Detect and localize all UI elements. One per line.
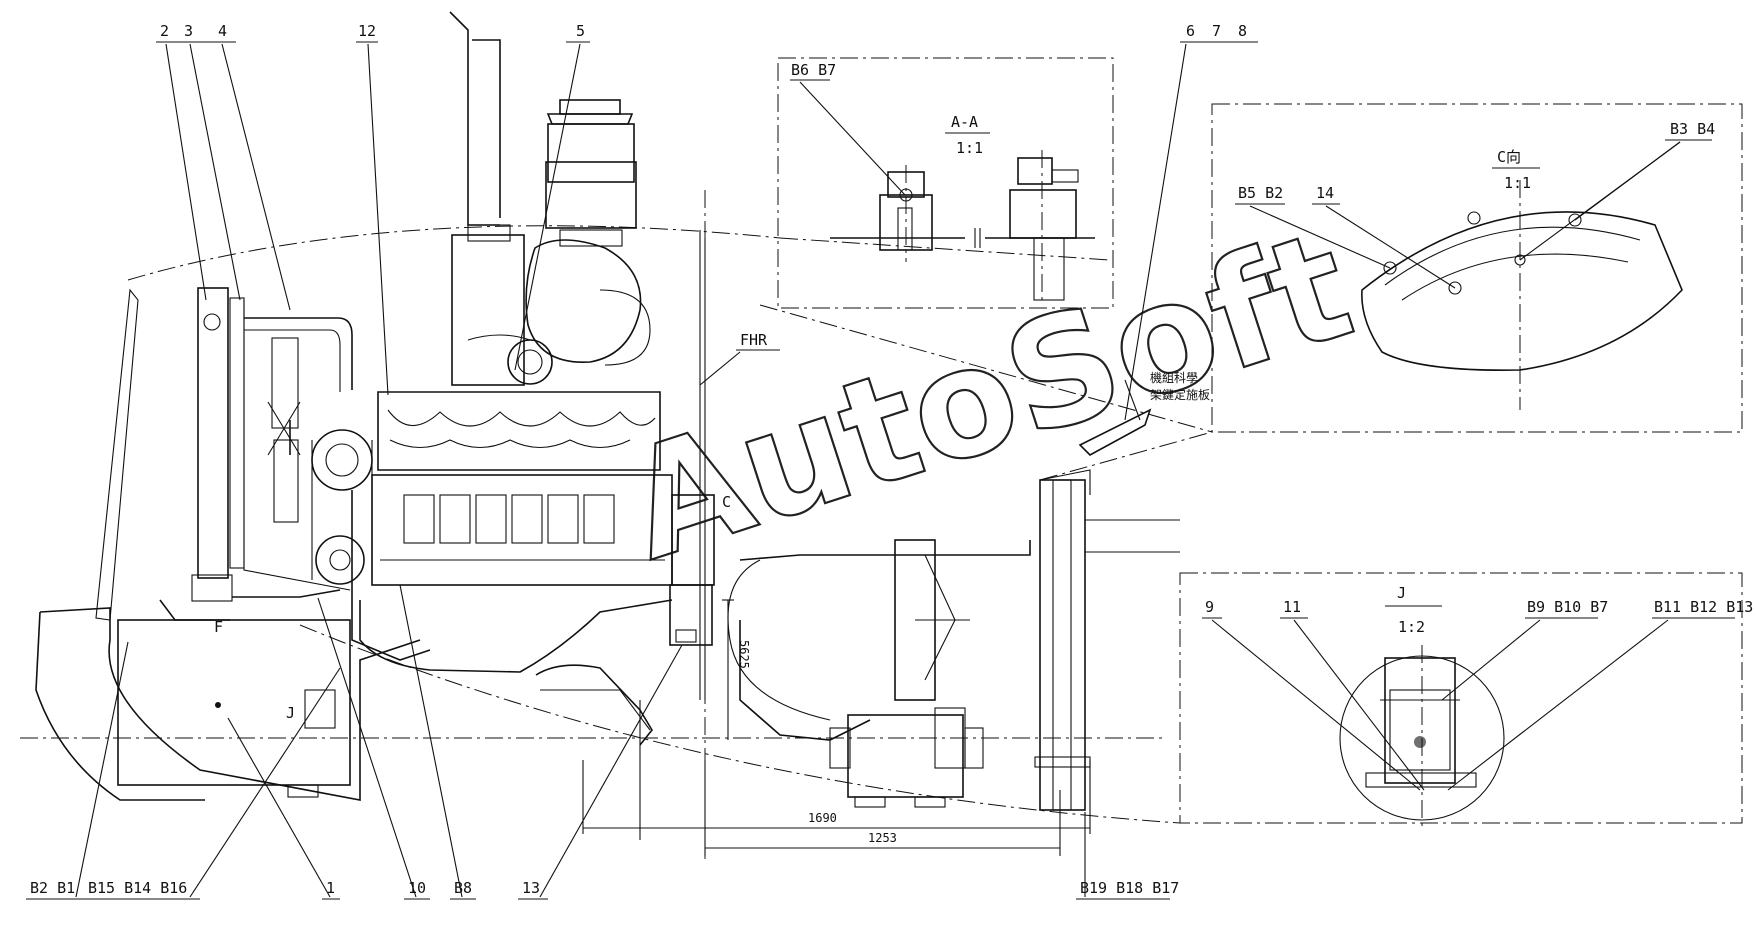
detail-c-ref-14: 14 <box>1316 184 1334 202</box>
detail-j-scale: 1:2 <box>1398 618 1425 636</box>
mark-fhr: FHR <box>740 331 768 349</box>
air-cleaner <box>547 123 635 183</box>
detail-aa-refs: B6 B7 <box>791 61 836 79</box>
callout-5: 5 <box>576 22 585 40</box>
detail-j-view: J 1:2 9 11 B9 B10 B7 B11 B12 B13 <box>1179 572 1753 830</box>
block-cells <box>403 494 615 544</box>
detail-j-ref-9: 9 <box>1205 598 1214 616</box>
oil-pan <box>359 599 673 673</box>
mark-note2: 架鍵定施板 <box>1150 387 1210 402</box>
detail-c-frame <box>1211 103 1743 433</box>
detail-j-frame <box>1179 572 1743 824</box>
detail-j-refs-mid: B9 B10 B7 <box>1527 598 1608 616</box>
mark-note1: 機組科學 <box>1150 370 1198 385</box>
callout-13: 13 <box>522 879 540 897</box>
detail-j-ref-11: 11 <box>1283 598 1301 616</box>
detail-c-scale: 1:1 <box>1504 174 1531 192</box>
detail-aa-scale: 1:1 <box>956 139 983 157</box>
detail-c-refs-right: B3 B4 <box>1670 120 1715 138</box>
dim-5625: 5625 <box>737 640 751 669</box>
mark-f: F <box>214 618 223 636</box>
cylinder-head <box>377 391 661 471</box>
callout-10: 10 <box>408 879 426 897</box>
detail-j-refs-right: B11 B12 B13 <box>1654 598 1753 616</box>
fuel-tank <box>117 619 351 786</box>
frame-upright <box>1039 479 1086 811</box>
callout-b8: B8 <box>454 879 472 897</box>
mark-c: C <box>722 493 731 511</box>
callout-6: 6 <box>1186 22 1195 40</box>
watermark: AutoSoft <box>606 197 1371 595</box>
callout-4: 4 <box>218 22 227 40</box>
turbocharger <box>507 339 553 385</box>
transmission <box>847 714 964 798</box>
dimensions: 5625 1690 1253 <box>582 190 1091 860</box>
callout-2: 2 <box>160 22 169 40</box>
callout-12: 12 <box>358 22 376 40</box>
radiator <box>197 287 229 579</box>
detail-aa-view: B6 B7 A-A 1:1 <box>777 57 1114 309</box>
detail-aa-title: A-A <box>951 113 978 131</box>
engine-assembly: C J F 機組科學 架鍵定 <box>20 11 1213 824</box>
detail-c-refs-left: B5 B2 <box>1238 184 1283 202</box>
detail-j-title: J <box>1397 584 1406 602</box>
dim-1253: 1253 <box>868 831 897 845</box>
bottom-callouts: B2 B1 B15 B14 B16 1 10 B8 13 B19 B18 B17 <box>26 584 1179 900</box>
callout-b2-b1: B2 B1 <box>30 879 75 897</box>
callout-3: 3 <box>184 22 193 40</box>
callout-b19-b18-b17: B19 B18 B17 <box>1080 879 1179 897</box>
watermark-text: AutoSoft <box>607 198 1370 594</box>
detail-c-view: C向 1:1 B5 B2 14 B3 B4 <box>1211 103 1743 433</box>
callout-1: 1 <box>326 879 335 897</box>
mark-j: J <box>286 704 295 722</box>
detail-c-title: C向 <box>1497 148 1521 166</box>
callout-b15-b14-b16: B15 B14 B16 <box>88 879 187 897</box>
callout-8: 8 <box>1238 22 1247 40</box>
detail-aa-frame <box>777 57 1114 309</box>
crank-pulley <box>311 429 373 491</box>
exhaust-muffler <box>451 234 525 386</box>
dim-1690: 1690 <box>808 811 837 825</box>
callout-7: 7 <box>1212 22 1221 40</box>
top-callouts: 2 3 4 12 5 6 7 8 <box>156 22 1258 421</box>
